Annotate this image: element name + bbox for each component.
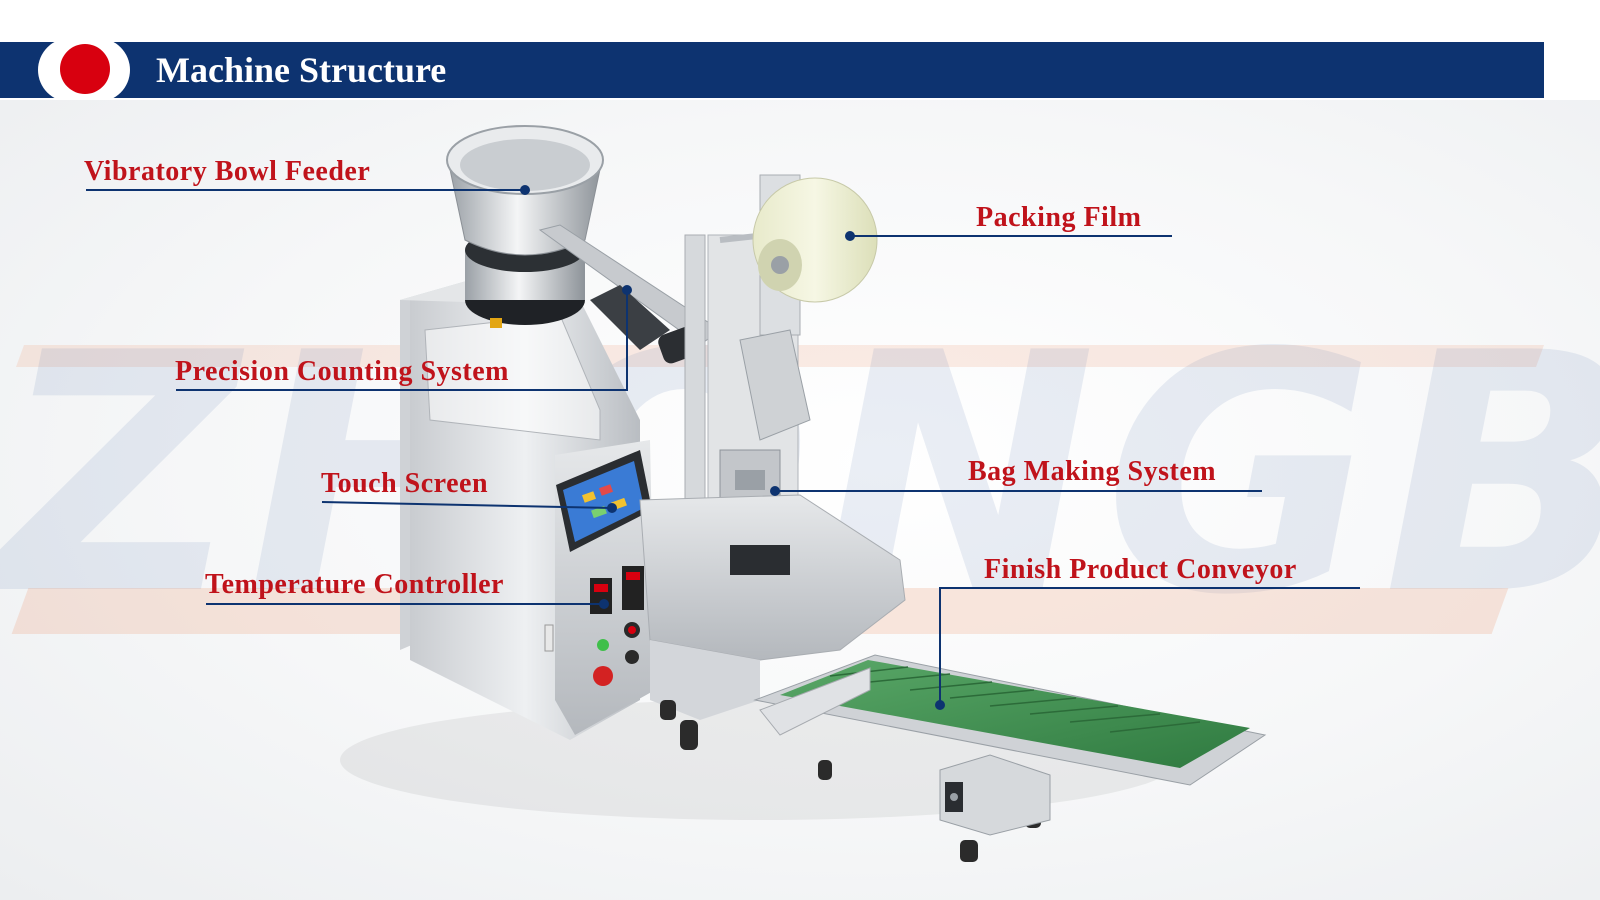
callout-finish-product-conveyor: Finish Product Conveyor xyxy=(984,554,1297,585)
conveyor-belt xyxy=(780,660,1250,768)
green-indicator xyxy=(597,639,609,651)
forming-collar xyxy=(739,329,811,441)
callout-touch-screen: Touch Screen xyxy=(321,468,489,499)
page-title: Machine Structure xyxy=(156,50,447,90)
red-dot-icon xyxy=(60,44,110,94)
side-label-plate xyxy=(544,624,554,652)
callout-temperature-controller: Temperature Controller xyxy=(205,569,504,600)
lower-cabinet xyxy=(650,640,760,720)
callout-precision-counting-system: Precision Counting System xyxy=(175,356,509,387)
callout-packing-film: Packing Film xyxy=(976,202,1142,233)
conveyor-motor-box xyxy=(939,754,1051,836)
work-table xyxy=(639,494,906,661)
header-bar xyxy=(0,42,1544,98)
temperature-controller-1 xyxy=(590,578,612,614)
selector-switch xyxy=(625,650,639,664)
callout-bag-making-system: Bag Making System xyxy=(968,456,1217,487)
emergency-stop xyxy=(593,666,613,686)
conveyor-side-rail xyxy=(759,667,871,736)
callout-vibratory-bowl-feeder: Vibratory Bowl Feeder xyxy=(84,156,371,187)
